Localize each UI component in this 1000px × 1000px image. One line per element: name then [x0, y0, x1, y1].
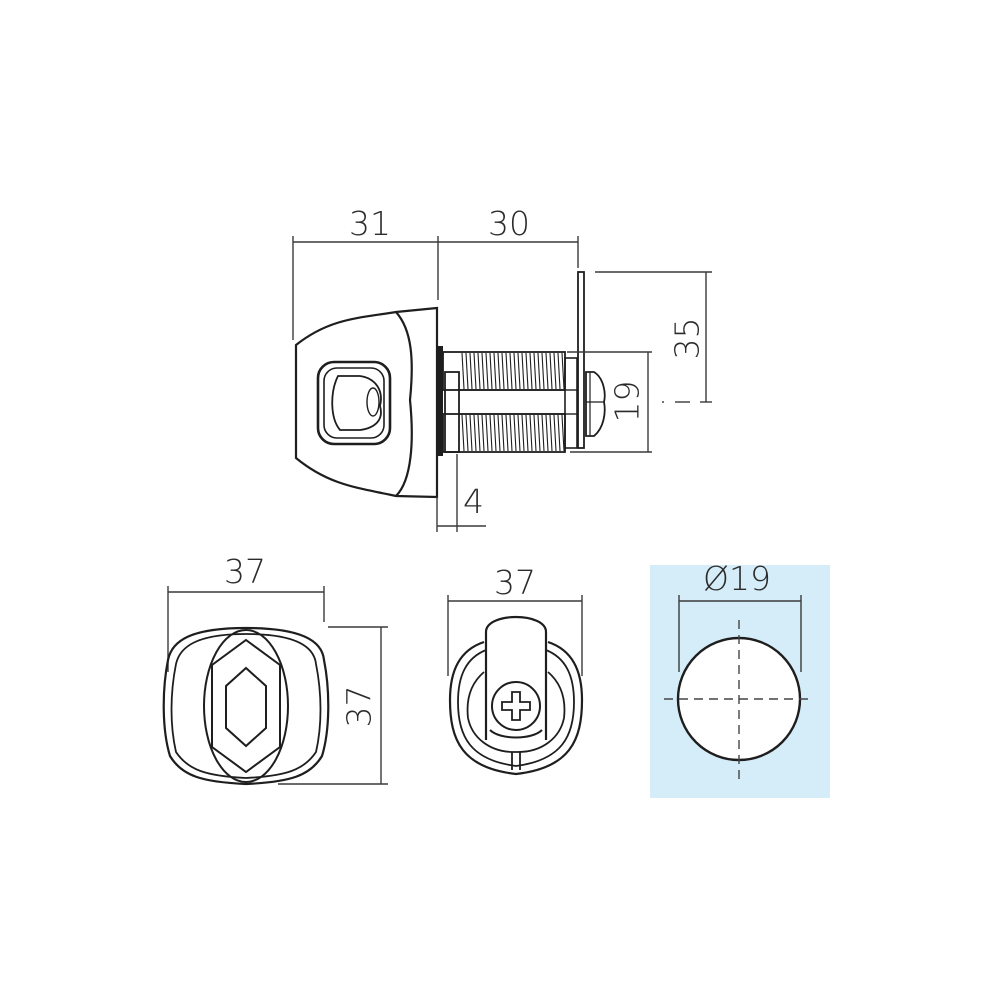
screw-head: [585, 371, 606, 437]
keyhole-outer: [316, 360, 392, 446]
dim-label-cam-height: 35: [667, 317, 707, 360]
dim-label-rear-width: 37: [494, 563, 536, 602]
center-lines: [664, 620, 814, 783]
side-view: [292, 236, 712, 532]
front-hex-inner: [225, 666, 267, 748]
dim-label-flange-thickness: 4: [463, 482, 484, 521]
cam-plate: [577, 271, 585, 449]
phillips-cross: [501, 691, 531, 721]
dim-31-30-lines: [292, 236, 579, 340]
dim-label-body-length: 31: [349, 204, 391, 243]
dim-label-front-height: 37: [339, 685, 379, 728]
dim-label-thread-length: 30: [488, 204, 530, 243]
dim-label-cutout-diameter: Ø19: [703, 559, 771, 598]
rear-outer: [448, 640, 584, 776]
rear-view: [447, 595, 584, 776]
dim-label-thread-diameter: 19: [607, 380, 647, 423]
screw: [491, 681, 541, 731]
front-hex-outer: [211, 638, 281, 774]
dim-label-front-width: 37: [224, 552, 266, 591]
front-view: [162, 586, 388, 786]
front-outer: [162, 626, 330, 786]
cutout-view: [664, 595, 814, 783]
flange: [437, 346, 443, 456]
thread-hatching: [461, 352, 565, 452]
